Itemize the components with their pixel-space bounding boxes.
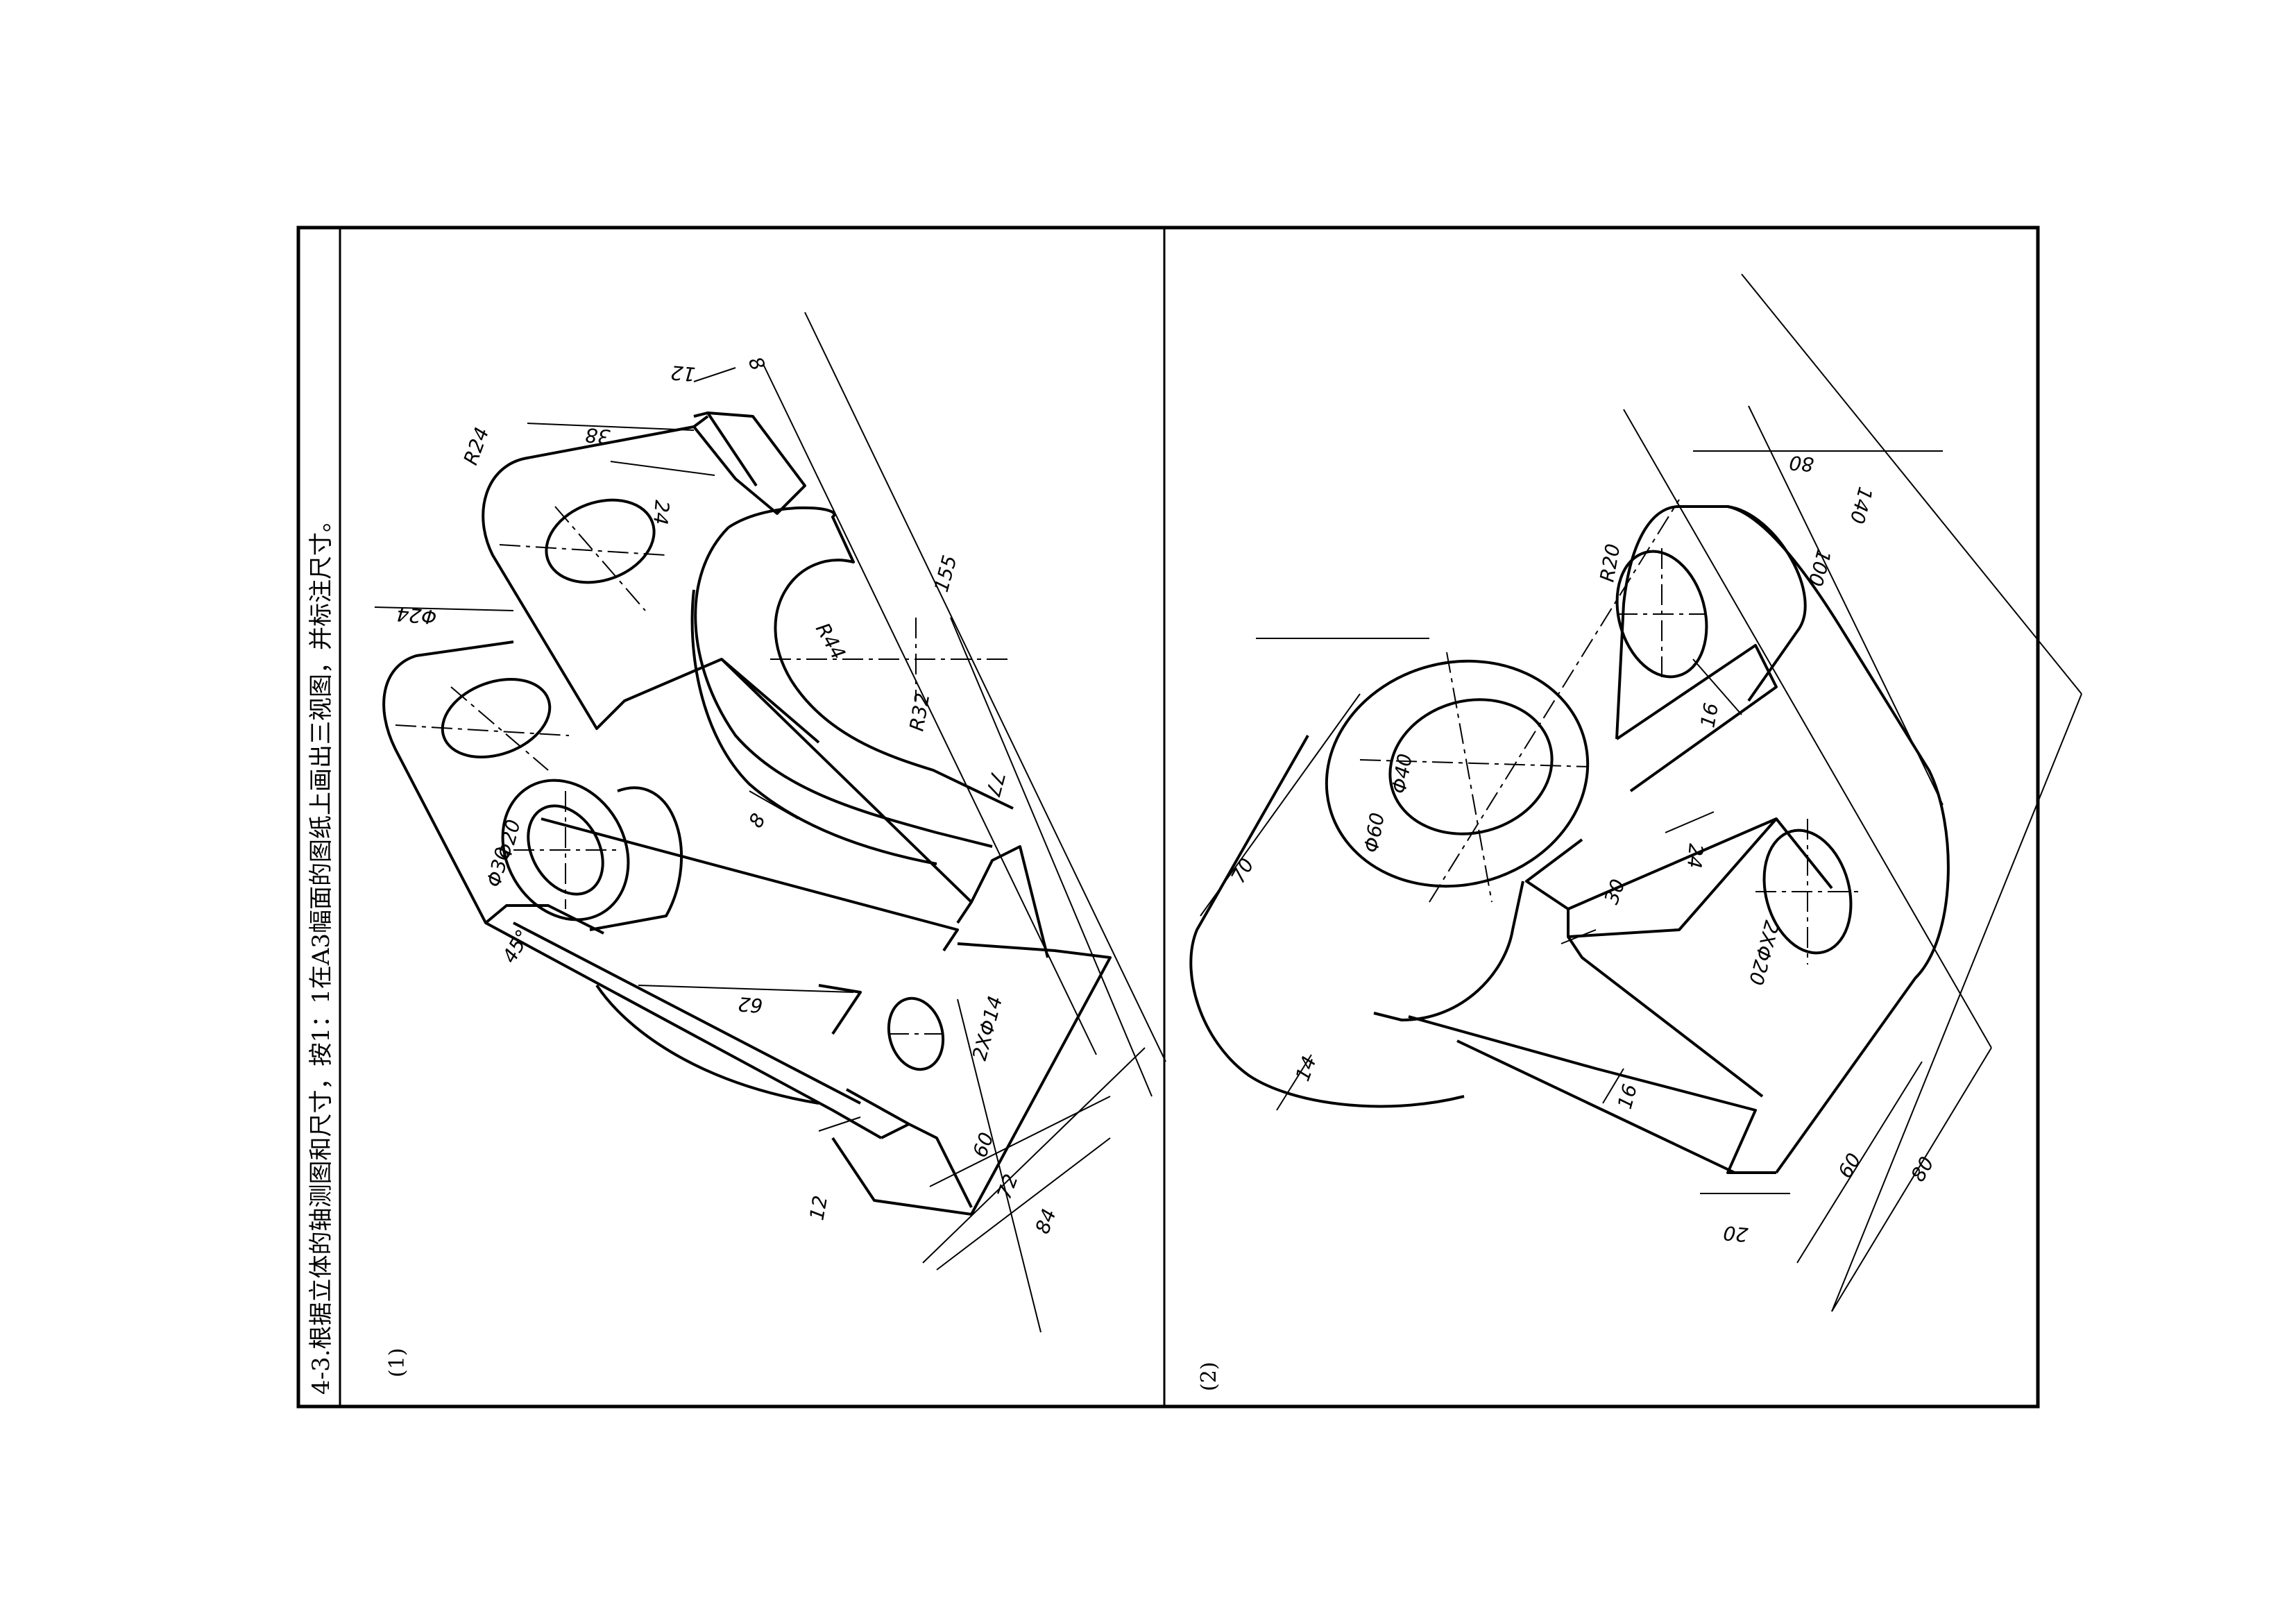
lower-ear-hole [441, 677, 552, 759]
dim-84: 84 [1031, 1206, 1061, 1237]
dim-8-mid: 8 [744, 810, 769, 832]
base-front [1456, 1039, 1776, 1174]
outer-frame [296, 226, 2040, 1409]
figure-1-isometric [382, 411, 1112, 1216]
dim-phi60: Φ60 [1359, 811, 1389, 855]
dim-155: 155 [930, 553, 962, 595]
sloped-rib [485, 921, 882, 1139]
cylinder-front [1325, 659, 1590, 888]
dim-100: 100 [1803, 547, 1835, 588]
dim-62: 62 [737, 992, 763, 1017]
base-slope [1567, 935, 1764, 1098]
dim-16-top: 16 [1696, 701, 1723, 729]
upper-ear-plate [482, 425, 820, 744]
panel-1-label: (1) [385, 1348, 409, 1378]
dim-60: 60 [969, 1130, 998, 1161]
boss-side [589, 786, 683, 931]
mid-edge [818, 984, 862, 1035]
dim-12-top: 12 [670, 361, 696, 386]
upper-ear-top-edge [692, 415, 709, 428]
figure-2-isometric [1189, 505, 1950, 1174]
top-flange [692, 411, 806, 515]
base-plate [831, 942, 1112, 1216]
figure-2-centerlines [1359, 499, 1860, 965]
base-hole [887, 996, 945, 1071]
saddle-bottom [690, 589, 937, 865]
dim-80-top: 80 [1788, 451, 1814, 476]
base-bottom [1408, 1015, 1776, 1174]
figure-1-dimension-text: 8 12 38 24 R24 Φ24 R44 R32 155 77 8 Φ20 … [396, 353, 1060, 1237]
boss-top [501, 779, 630, 921]
dim-R32: R32 [905, 691, 934, 733]
rib [1615, 644, 1778, 792]
sheet-title: 4-3.根据立体的轴测图和尺寸，按1：1在A3幅面的图纸上画出三视图，并标注尺寸… [307, 509, 335, 1395]
dim-70: 70 [1226, 854, 1258, 887]
dim-8-top: 8 [744, 353, 769, 374]
dim-30: 30 [1600, 876, 1630, 908]
top-flange-edge [706, 411, 758, 487]
cylinder-left-edge [1189, 735, 1465, 1108]
dim-140: 140 [1845, 484, 1877, 526]
base-plate-step [970, 845, 1049, 958]
rib-top [541, 817, 959, 952]
dim-2xphi20: 2XΦ20 [1744, 918, 1783, 987]
dim-2xphi14: 2XΦ14 [968, 994, 1007, 1063]
dim-20: 20 [1722, 1221, 1749, 1246]
saddle-ring-outer [727, 506, 1014, 810]
dim-phi24: Φ24 [396, 602, 437, 629]
cylinder-bottom-edge [1373, 881, 1524, 1021]
base-hole [1762, 829, 1853, 955]
dim-72: 72 [993, 1171, 1023, 1203]
dim-12-bot: 12 [805, 1193, 832, 1222]
upright-plate-right-edge [1727, 505, 1950, 1174]
bottom-curve [595, 984, 819, 1105]
figure-1-dimension-lines [374, 312, 1166, 1333]
dim-38: 38 [584, 423, 611, 448]
upright-hole [1615, 550, 1708, 679]
cylinder-hole [1388, 698, 1554, 835]
lower-ear-plate [382, 640, 604, 935]
base-block-vertical [1567, 817, 1778, 938]
base-plate-front [846, 1088, 973, 1208]
dim-phi30: Φ30 [482, 845, 515, 890]
figure-1-centerlines [395, 506, 1013, 1035]
dim-24: 24 [1683, 842, 1708, 869]
dim-R44: R44 [811, 619, 850, 663]
dim-R24: R24 [459, 424, 494, 468]
dim-60: 60 [1833, 1149, 1865, 1182]
panel-2-label: (2) [1197, 1362, 1221, 1392]
upper-ear-hole [545, 498, 656, 584]
dim-24: 24 [649, 499, 674, 525]
figure-2-dimension-lines [1200, 273, 2082, 1312]
saddle-ring-inner [694, 526, 993, 848]
dim-16-bot: 16 [1613, 1082, 1642, 1112]
